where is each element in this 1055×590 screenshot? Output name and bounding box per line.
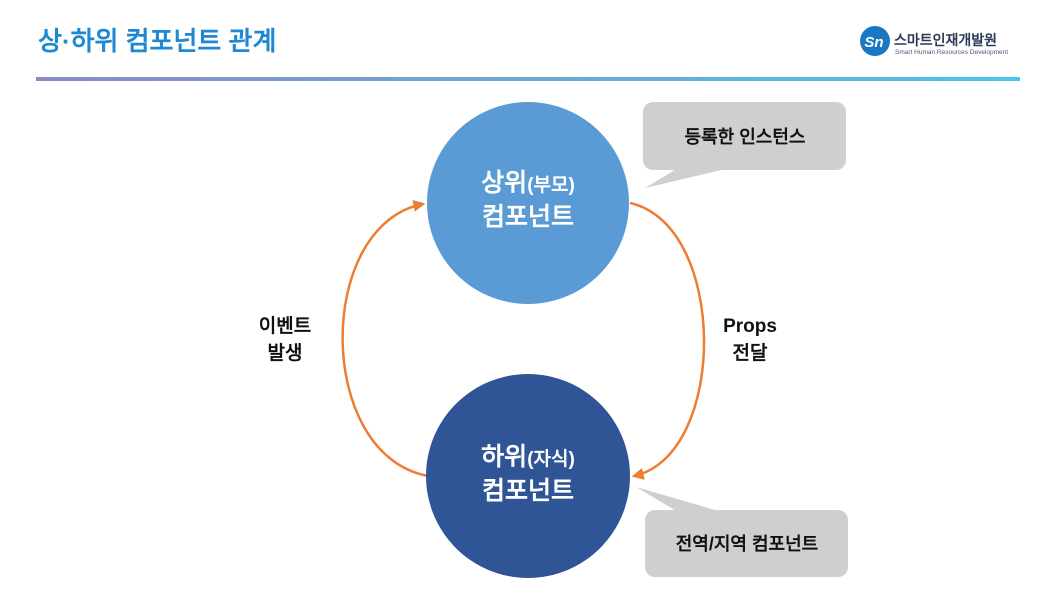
parent-title-main: 상위 <box>481 169 527 197</box>
props-label-line1: Props <box>723 316 777 337</box>
callout-bottom-text: 전역/지역 컴포넌트 <box>676 534 818 554</box>
brand-logo: Sn 스마트인재개발원 Smart Human Resources Develo… <box>860 26 1008 56</box>
child-title-paren: (자식) <box>527 448 575 470</box>
child-title: 하위(자식) <box>481 443 575 471</box>
callout-top: 등록한 인스턴스 <box>643 102 846 188</box>
child-subtitle: 컴포넌트 <box>482 477 574 505</box>
child-component-node: 하위(자식) 컴포넌트 <box>426 374 630 578</box>
event-arrow <box>341 199 429 478</box>
event-label: 이벤트 발생 <box>259 315 311 364</box>
callout-bottom-tail <box>636 487 722 512</box>
callout-top-tail <box>645 168 730 188</box>
parent-circle <box>427 102 629 304</box>
callout-bottom-box <box>645 510 848 577</box>
parent-subtitle: 컴포넌트 <box>482 203 574 231</box>
logo-mark-text: Sn <box>864 34 883 51</box>
parent-component-node: 상위(부모) 컴포넌트 <box>427 102 629 304</box>
event-label-line1: 이벤트 <box>259 315 311 337</box>
header-divider <box>36 77 1020 81</box>
page-title: 상·하위 컴포넌트 관계 <box>38 26 276 56</box>
child-circle <box>426 374 630 578</box>
logo-subtitle: Smart Human Resources Development <box>895 49 1008 56</box>
child-title-main: 하위 <box>481 443 527 471</box>
parent-title-paren: (부모) <box>527 175 575 196</box>
logo-name: 스마트인재개발원 <box>894 32 997 48</box>
callout-top-box <box>643 102 846 170</box>
props-arrow <box>629 201 706 480</box>
logo-mark-icon <box>860 26 890 56</box>
props-label-line2: 전달 <box>733 342 768 364</box>
event-label-line2: 발생 <box>268 342 303 364</box>
callout-top-text: 등록한 인스턴스 <box>685 127 806 147</box>
props-label: Props 전달 <box>723 316 777 364</box>
parent-title: 상위(부모) <box>481 169 575 197</box>
callout-bottom: 전역/지역 컴포넌트 <box>636 487 848 577</box>
